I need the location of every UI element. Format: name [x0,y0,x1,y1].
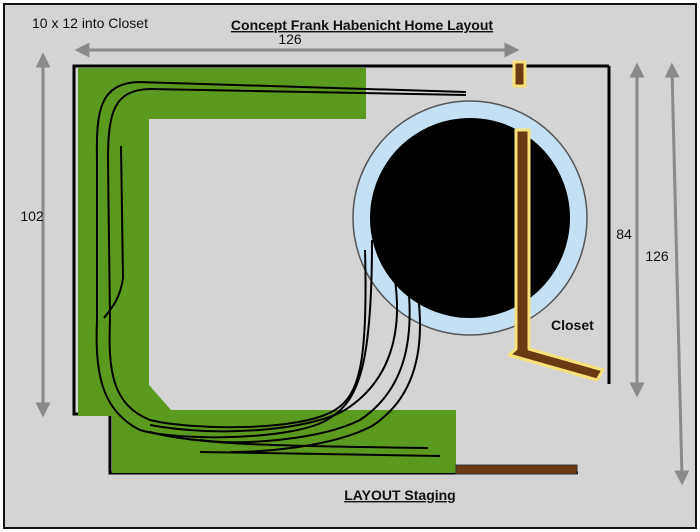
closet-wall-top [512,60,527,88]
closet-wall-L [507,128,605,382]
track-lines [95,80,467,457]
track-staging-1 [149,431,429,449]
track-branch-2 [199,283,411,444]
track-branch-3 [229,294,421,453]
track-branch-1 [149,279,398,433]
dim-closet-height: 84 [616,226,632,242]
dim-left-height: 102 [20,208,44,224]
staging-bar [455,464,578,475]
dimension-arrows [35,42,690,486]
track-spur-left [103,145,125,319]
closet-label: Closet [551,317,594,333]
track-main-inner [106,87,467,429]
dim-top-width: 126 [278,31,302,47]
bottom-label: LAYOUT Staging [344,487,456,503]
turntable-pit [370,118,570,318]
corner-note: 10 x 12 into Closet [32,15,148,31]
diagram-title: Concept Frank Habenicht Home Layout [231,17,493,33]
arrow-right-height [664,62,690,486]
dim-right-height: 126 [645,248,669,264]
track-staging-2 [199,451,441,457]
